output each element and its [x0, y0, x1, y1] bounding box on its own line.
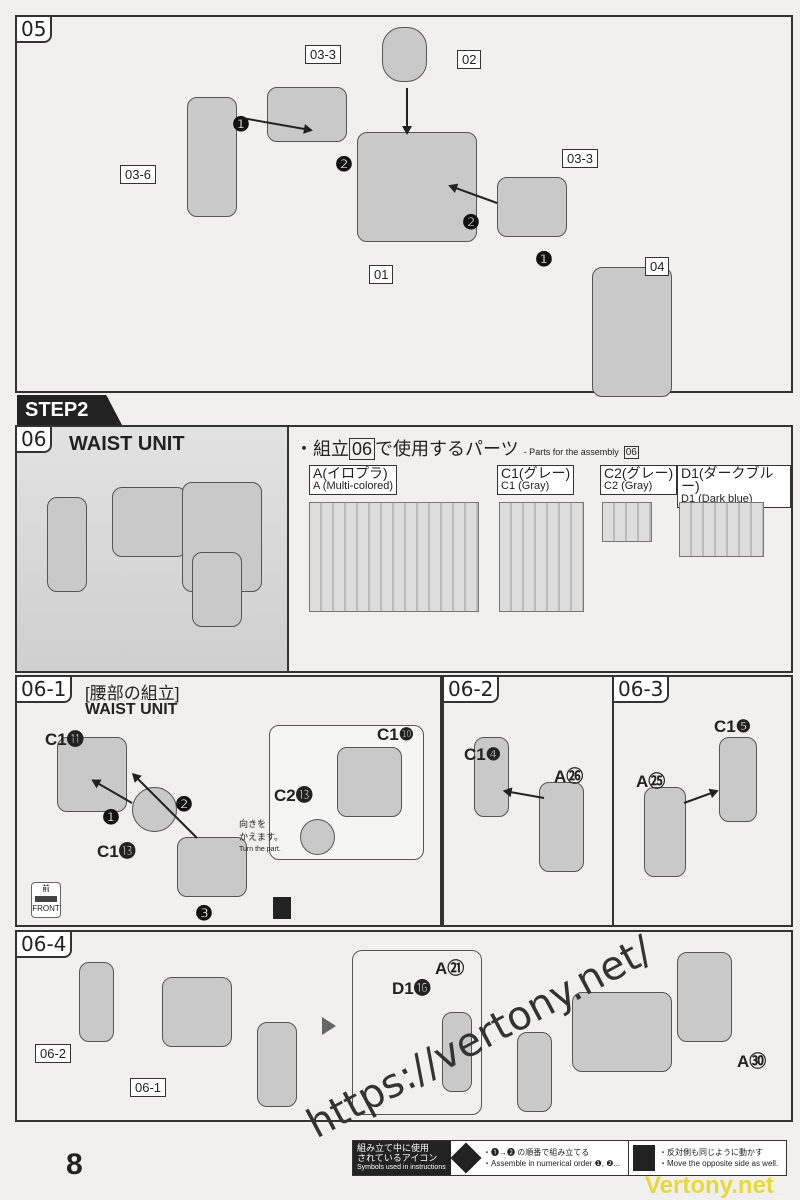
- step-06-4-panel: 06-4 06-2 06-1 D1⓰ A㉑ A㉚: [15, 930, 793, 1122]
- torso-part: [357, 132, 477, 242]
- step-tag: 05: [15, 15, 53, 43]
- arm-part: [187, 97, 237, 217]
- step2-banner: STEP2: [17, 395, 122, 425]
- waist-illustration: [17, 427, 287, 671]
- step-tag: 06-4: [15, 930, 73, 958]
- part-label: 03-6: [120, 165, 157, 184]
- step-tag: 06: [15, 425, 53, 453]
- part-label: 02: [457, 50, 482, 69]
- part-label: 03-3: [305, 45, 342, 64]
- order-icon: 1: [450, 1142, 482, 1174]
- step-tag: 06-1: [15, 675, 73, 703]
- runner-d1: [679, 502, 764, 557]
- watermark-brand: Vertony.net: [645, 1172, 774, 1199]
- part-label: 03-3: [562, 149, 599, 168]
- step-05-panel: 05 03-3 02 03-6 01 03-3 04 ❶ ❷ ❷ ❶: [15, 15, 793, 397]
- step-06-1-panel: 06-1 [腰部の組立] WAIST UNIT C1⓫ C1❿ C2⓭ C1⓭ …: [15, 675, 442, 927]
- icon-legend: 組み立て中に使用 されているアイコン Symbols used in instr…: [352, 1140, 787, 1176]
- step-tag: 06-2: [442, 675, 500, 703]
- title-en: WAIST UNIT: [85, 701, 178, 718]
- runner-c1: [499, 502, 584, 612]
- section-title: WAIST UNIT: [69, 433, 185, 455]
- page-number: 8: [66, 1148, 83, 1181]
- runner-c2: [602, 502, 652, 542]
- part-label: 01: [369, 265, 394, 284]
- mirror-icon: [633, 1145, 655, 1171]
- assembly-arrow: [406, 88, 408, 133]
- runner-a: [309, 502, 479, 612]
- part-label: 04: [645, 257, 670, 276]
- title-jp: [腰部の組立]: [85, 684, 180, 703]
- mirror-icon: [273, 897, 291, 919]
- shoulder-armor: [497, 177, 567, 237]
- runner-label-a: A(イロプラ)A (Multi-colored): [309, 465, 398, 495]
- step-tag: 06-3: [612, 675, 670, 703]
- head-part: [382, 27, 427, 82]
- step-number: ❶: [232, 114, 250, 136]
- step-number: ❷: [335, 154, 353, 176]
- step-06-2-panel: 06-2 C1❹ A㉖: [442, 675, 614, 927]
- turn-note: 向きを かえます。Turn the part.: [239, 819, 284, 853]
- runner-label-c2: C2(グレー)C2 (Gray): [600, 465, 678, 495]
- step-number: ❷: [462, 212, 480, 234]
- arrow-right-icon: [322, 1017, 336, 1035]
- arm-part: [592, 267, 672, 397]
- step-number: ❶: [535, 249, 553, 271]
- step-06-3-panel: 06-3 A㉕ C1❺: [612, 675, 793, 927]
- runner-label-c1: C1(グレー)C1 (Gray): [497, 465, 575, 495]
